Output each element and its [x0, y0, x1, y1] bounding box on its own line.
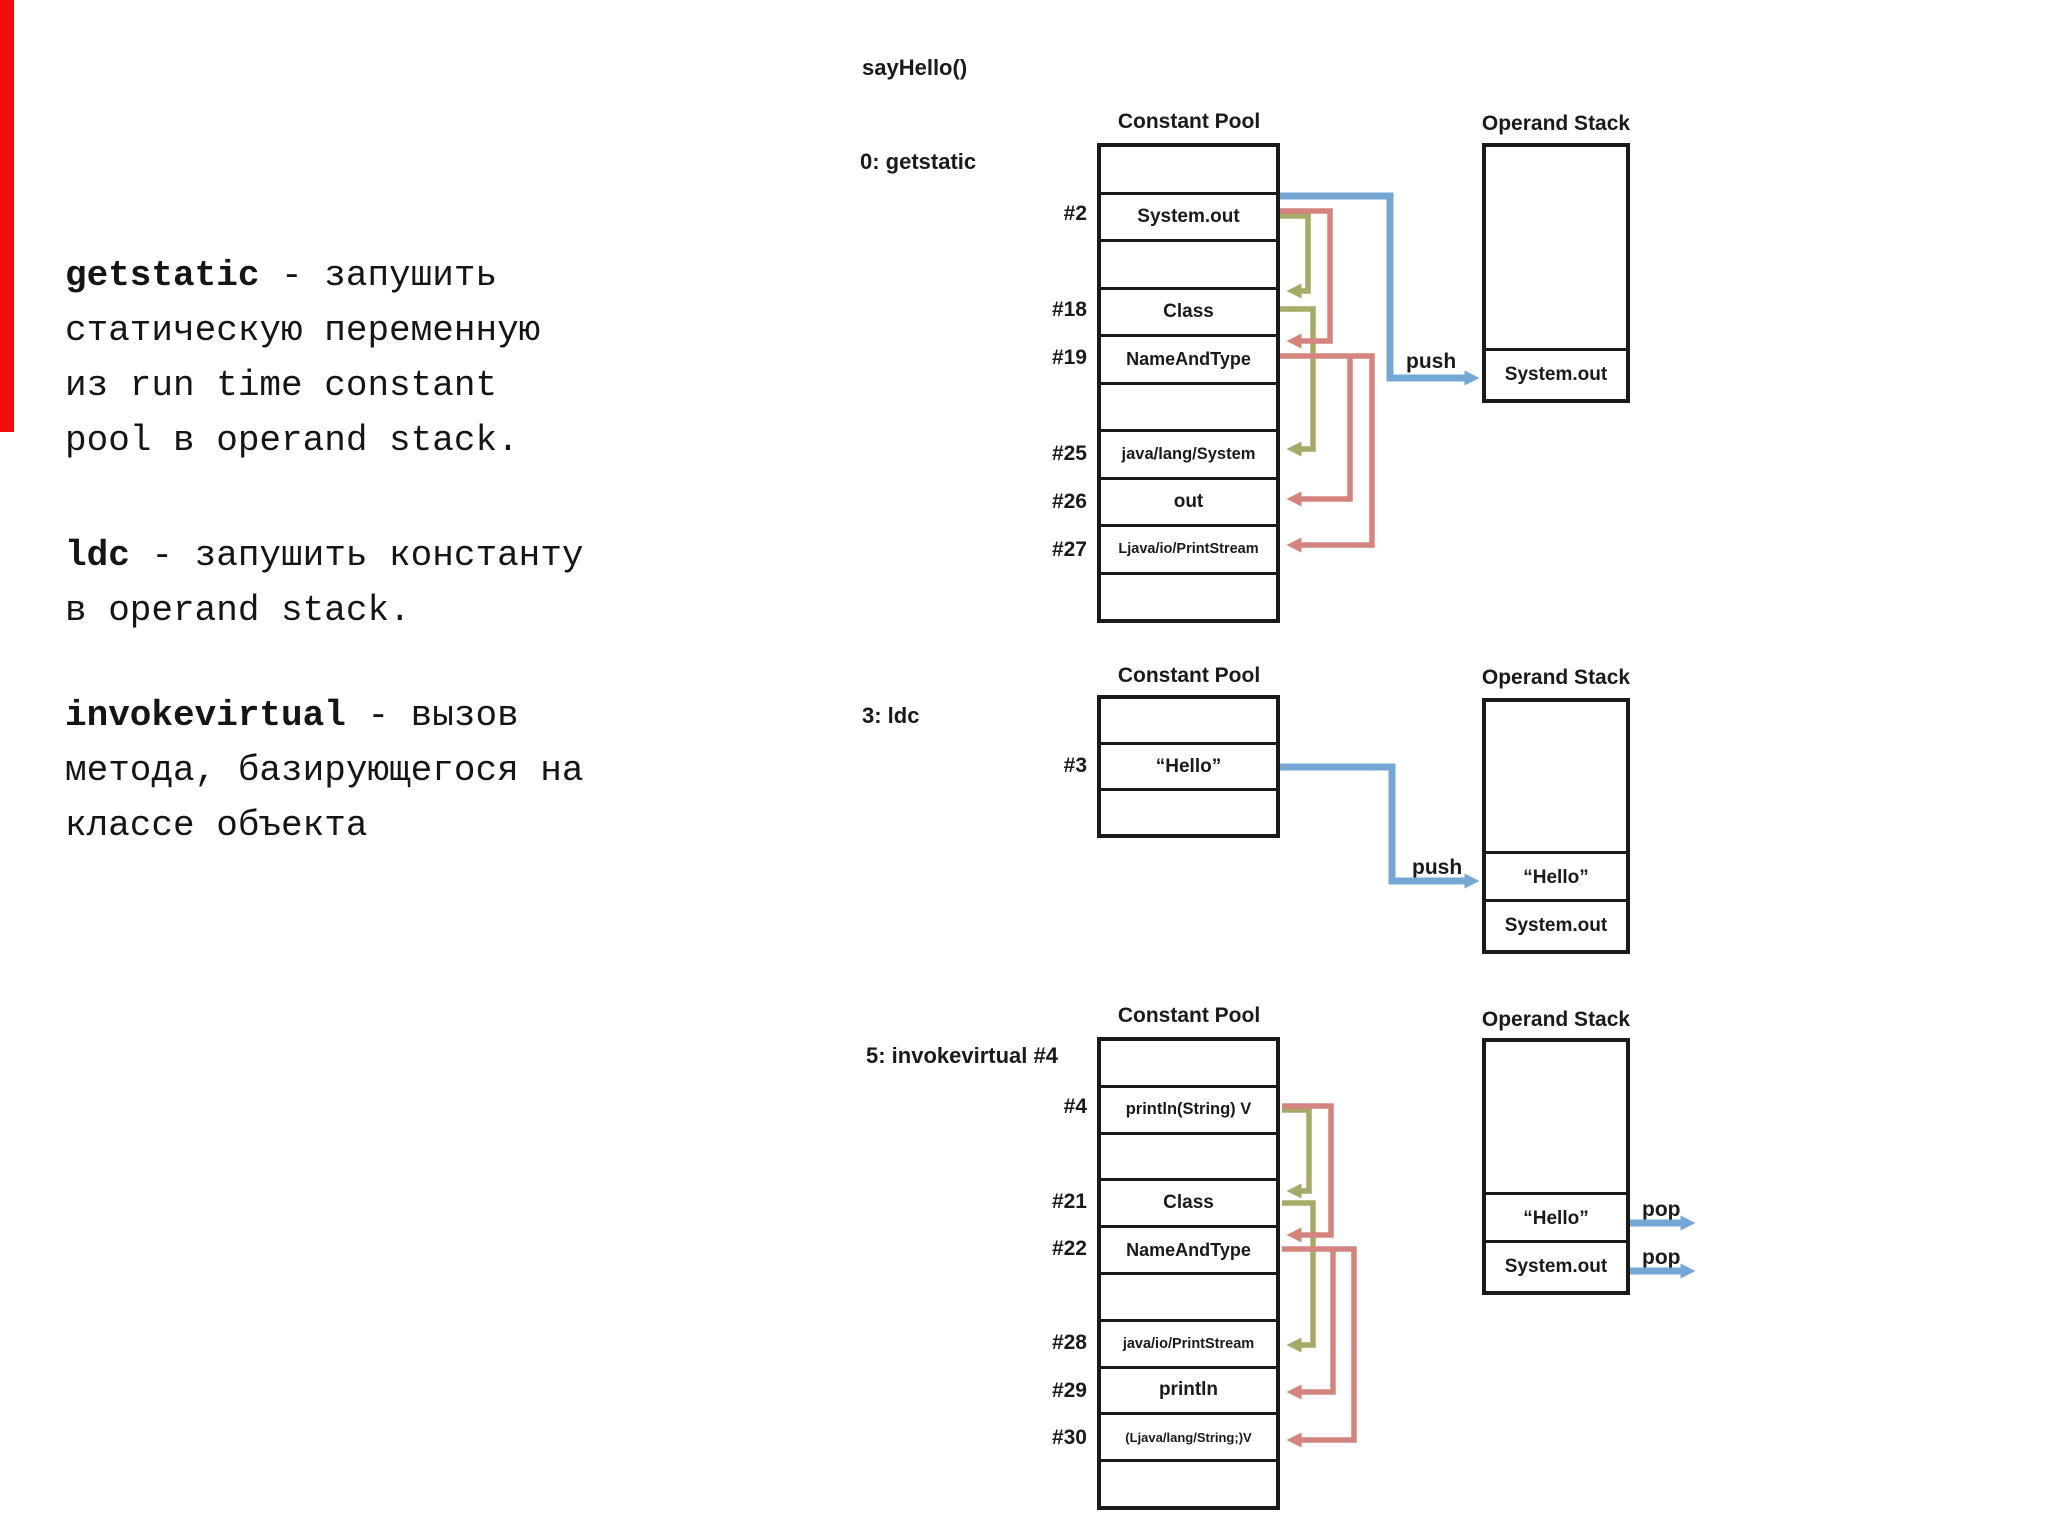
push-label: push: [1412, 856, 1463, 879]
pop-label: pop: [1642, 1246, 1681, 1269]
operand-stack-cell: “Hello”: [1486, 1192, 1626, 1243]
constant-pool-row-index: #19: [1051, 346, 1087, 369]
constant-pool-row-index: #4: [1063, 1094, 1087, 1118]
method-label: sayHello(): [862, 55, 968, 80]
constant-pool-box: “Hello”: [1097, 695, 1280, 838]
constant-pool-row: [1101, 788, 1276, 834]
keyword-ldc: ldc: [65, 535, 130, 576]
constant-pool-row: (Ljava/lang/String;)V: [1101, 1412, 1276, 1459]
constant-pool-row: java/lang/System: [1101, 429, 1276, 477]
operand-stack-box: System.out: [1482, 143, 1630, 403]
definition-invokevirtual: invokevirtual - вызов метода, базирующег…: [65, 688, 600, 853]
definition-ldc-text: - запушить константу в operand stack.: [65, 535, 584, 631]
constant-pool-row: [1101, 239, 1276, 287]
definitions-panel: getstatic - запушить статическую перемен…: [65, 248, 600, 853]
push-label: push: [1406, 350, 1457, 373]
keyword-invokevirtual: invokevirtual: [65, 695, 346, 736]
pop-label: pop: [1642, 1198, 1681, 1221]
constant-pool-row: “Hello”: [1101, 742, 1276, 788]
constant-pool-row-index: #2: [1063, 202, 1087, 225]
constant-pool-row: Ljava/io/PrintStream: [1101, 524, 1276, 572]
constant-pool-reference-arrow: [1280, 306, 1316, 457]
constant-pool-title: Constant Pool: [1117, 110, 1261, 133]
constant-pool-row: [1101, 147, 1276, 192]
constant-pool-row: Class: [1101, 286, 1276, 335]
definition-ldc: ldc - запушить константу в operand stack…: [65, 528, 600, 638]
constant-pool-reference-arrow: [1280, 213, 1311, 299]
constant-pool-title: Constant Pool: [1117, 1004, 1261, 1027]
constant-pool-row-index: #18: [1051, 298, 1087, 321]
instruction-ldc: 3: ldc: [862, 703, 920, 728]
constant-pool-reference-arrow: [1286, 1249, 1336, 1400]
constant-pool-reference-arrow: [1282, 1246, 1357, 1448]
constant-pool-row: [1101, 571, 1276, 620]
instruction-invokevirtual: 5: invokevirtual #4: [866, 1043, 1058, 1068]
constant-pool-row-index: #27: [1051, 538, 1087, 561]
constant-pool-row-index: #28: [1051, 1331, 1087, 1355]
constant-pool-row-index: #21: [1051, 1189, 1087, 1213]
constant-pool-row-index: #29: [1051, 1378, 1087, 1402]
operand-stack-title: Operand Stack: [1481, 1008, 1631, 1031]
constant-pool-row: println: [1101, 1365, 1276, 1413]
constant-pool-reference-arrow: [1282, 1200, 1316, 1353]
constant-pool-row-index: #3: [1063, 753, 1087, 777]
operand-stack-box: “Hello”System.out: [1482, 1038, 1630, 1295]
constant-pool-row: println(String) V: [1101, 1084, 1276, 1132]
constant-pool-row: [1101, 1271, 1276, 1319]
constant-pool-row: NameAndType: [1101, 334, 1276, 382]
definition-invokevirtual-text: - вызов метода, базирующегося на классе …: [65, 695, 584, 846]
left-accent-bar: [0, 0, 14, 432]
constant-pool-row-index: #25: [1051, 442, 1087, 465]
constant-pool-row: [1101, 381, 1276, 430]
constant-pool-row: [1101, 699, 1276, 742]
constant-pool-row: Class: [1101, 1178, 1276, 1225]
constant-pool-row: [1101, 1131, 1276, 1179]
constant-pool-row: out: [1101, 476, 1276, 525]
constant-pool-reference-arrow: [1282, 1103, 1334, 1243]
constant-pool-row: [1101, 1459, 1276, 1506]
operand-stack-cell: System.out: [1486, 1240, 1626, 1291]
operand-stack-cell: System.out: [1486, 899, 1626, 950]
constant-pool-reference-arrow: [1282, 1107, 1312, 1199]
constant-pool-row-index: #30: [1051, 1426, 1087, 1450]
instruction-getstatic: 0: getstatic: [860, 149, 977, 174]
constant-pool-row: [1101, 1041, 1276, 1085]
keyword-getstatic: getstatic: [65, 255, 260, 296]
constant-pool-row: System.out: [1101, 191, 1276, 240]
definition-getstatic-text: - запушить статическую переменную из run…: [65, 255, 541, 461]
constant-pool-row: NameAndType: [1101, 1225, 1276, 1272]
constant-pool-row-index: #22: [1051, 1236, 1087, 1260]
constant-pool-row-index: #26: [1051, 490, 1087, 513]
definition-getstatic: getstatic - запушить статическую перемен…: [65, 248, 600, 468]
operand-stack-title: Operand Stack: [1481, 112, 1631, 135]
operand-stack-cell: “Hello”: [1486, 851, 1626, 902]
operand-stack-title: Operand Stack: [1481, 666, 1631, 689]
constant-pool-reference-arrow: [1286, 356, 1353, 507]
constant-pool-reference-arrow: [1280, 208, 1333, 349]
constant-pool-reference-arrow: [1280, 353, 1375, 553]
constant-pool-row: java/io/PrintStream: [1101, 1318, 1276, 1366]
operand-stack-box: “Hello”System.out: [1482, 698, 1630, 954]
operand-stack-cell: System.out: [1486, 348, 1626, 399]
constant-pool-title: Constant Pool: [1117, 664, 1261, 687]
